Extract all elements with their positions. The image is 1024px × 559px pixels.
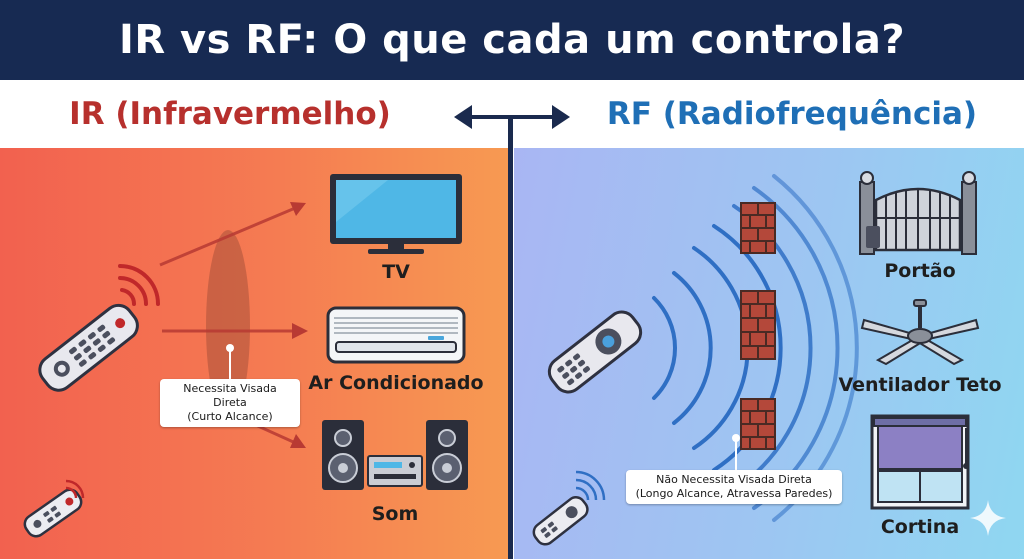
- ir-beams: [159, 202, 308, 448]
- bidirectional-arrow-icon: [454, 105, 570, 129]
- air-conditioner-icon: [326, 306, 466, 364]
- curtain-icon: [870, 414, 970, 510]
- rf-callout-line2: (Longo Alcance, Atravessa Paredes): [635, 487, 833, 500]
- sound-system-icon: [322, 420, 468, 490]
- rf-heading: RF (Radiofrequência): [606, 96, 978, 132]
- ir-callout-line2: (Curto Alcance): [187, 410, 273, 423]
- rf-callout-line1: Não Necessita Visada Direta: [656, 473, 812, 486]
- gate-label: Portão: [884, 260, 956, 282]
- brick-wall-icon: [740, 202, 776, 254]
- rf-remote-icon: [547, 310, 643, 394]
- brick-wall-icon: [740, 398, 776, 450]
- ir-small-remote-icon: [23, 479, 85, 538]
- rf-small-remote-icon: [532, 470, 606, 546]
- rf-callout: Não Necessita Visada Direta (Longo Alcan…: [626, 470, 842, 504]
- page-title: IR vs RF: O que cada um controla?: [118, 17, 906, 63]
- ir-callout-line1: Necessita Visada Direta: [183, 382, 277, 409]
- curtain-label: Cortina: [880, 516, 960, 538]
- tv-icon: [330, 174, 462, 254]
- ceiling-fan-icon: [860, 299, 980, 366]
- brick-wall-icon: [740, 290, 776, 360]
- sound-label: Som: [371, 503, 419, 525]
- gate-icon: [859, 171, 977, 255]
- ir-callout: Necessita Visada Direta (Curto Alcance): [160, 379, 300, 427]
- divider: [508, 118, 513, 559]
- ir-signal-icon: [118, 264, 160, 306]
- sparkle-icon: [970, 500, 1006, 536]
- ir-heading: IR (Infravermelho): [69, 96, 391, 132]
- ac-label: Ar Condicionado: [308, 372, 484, 394]
- fan-label: Ventilador Teto: [838, 374, 1002, 396]
- title-bar: IR vs RF: O que cada um controla?: [0, 0, 1024, 80]
- ir-remote-icon: [38, 303, 139, 392]
- tv-label: TV: [382, 261, 410, 283]
